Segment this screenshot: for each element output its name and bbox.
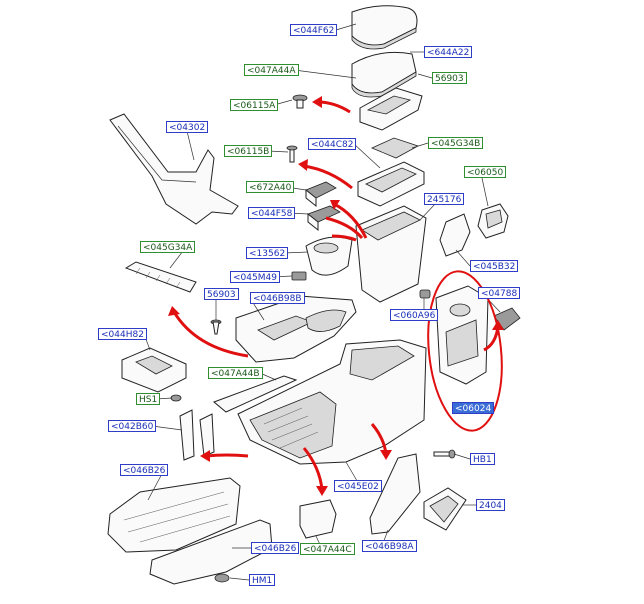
label-044F58[interactable]: <044F58 (248, 207, 296, 219)
label-044C82[interactable]: <044C82 (308, 138, 357, 150)
switch-044F58-part[interactable] (307, 205, 341, 232)
label-045B32[interactable]: <045B32 (470, 260, 519, 272)
tray-044C82-part[interactable] (357, 161, 425, 207)
label-644A22[interactable]: <644A22 (424, 46, 473, 58)
screw-06115A-part[interactable] (292, 94, 308, 109)
label-HB1[interactable]: HB1 (470, 453, 495, 465)
label-046B98A[interactable]: <046B98A (362, 540, 417, 552)
label-13562[interactable]: <13562 (246, 247, 289, 259)
label-044F62[interactable]: <044F62 (290, 24, 338, 36)
label-046B26-left[interactable]: <046B26 (120, 464, 169, 476)
mat-045G34B-part[interactable] (370, 137, 419, 159)
side-trim-046B98A-part[interactable] (369, 453, 421, 535)
trim-047A44C-part[interactable] (299, 499, 337, 539)
label-06115A[interactable]: <06115A (230, 99, 279, 111)
fastener-HM1-part[interactable] (214, 573, 230, 583)
label-2404[interactable]: 2404 (476, 499, 505, 511)
storage-bin-245176-part[interactable] (355, 205, 427, 303)
label-56903-mid[interactable]: 56903 (204, 288, 239, 300)
label-047A44A-top[interactable]: <047A44A (244, 64, 299, 76)
side-panel-046B26-part[interactable] (107, 477, 241, 553)
bracket-045B32-part[interactable] (439, 213, 471, 257)
label-245176[interactable]: 245176 (424, 193, 465, 205)
lower-panel-046B26-part[interactable] (149, 519, 273, 585)
label-06050[interactable]: <06050 (464, 166, 507, 178)
trim-047A44B-part[interactable] (213, 375, 298, 413)
label-060A96[interactable]: <060A96 (390, 309, 439, 321)
pin-06115B-part[interactable] (286, 145, 298, 163)
label-HM1[interactable]: HM1 (249, 574, 276, 586)
highlight-ellipse (427, 270, 503, 432)
label-044H82[interactable]: <044H82 (98, 328, 147, 340)
label-047A44C[interactable]: <047A44C (300, 543, 355, 555)
label-04302[interactable]: <04302 (166, 121, 209, 133)
label-045E02[interactable]: <045E02 (334, 480, 382, 492)
switch-672A40-part[interactable] (305, 181, 337, 208)
leader-lines (143, 23, 501, 581)
cover-2404-part[interactable] (423, 487, 467, 531)
clip-045M49-part[interactable] (291, 271, 307, 281)
lid-hinge-part[interactable] (359, 87, 423, 131)
label-56903-top[interactable]: 56903 (432, 72, 467, 84)
assembly-arrows (168, 96, 504, 496)
label-045G34A[interactable]: <045G34A (140, 241, 196, 253)
label-046B98B[interactable]: <046B98B (250, 292, 305, 304)
label-06115B[interactable]: <06115B (224, 145, 273, 157)
label-672A40[interactable]: <672A40 (246, 181, 295, 193)
armrest-lid-part[interactable] (351, 5, 418, 50)
bracket-042B60-part[interactable] (179, 409, 215, 461)
screw-HS1-part[interactable] (170, 394, 182, 402)
shifter-frame-04302-part[interactable] (109, 113, 239, 225)
label-045G34B[interactable]: <045G34B (428, 137, 484, 149)
label-04788[interactable]: <04788 (478, 287, 521, 299)
label-06024[interactable]: <06024 (452, 402, 495, 414)
mat-045G34A-part[interactable] (124, 261, 197, 293)
label-HS1[interactable]: HS1 (136, 393, 161, 405)
push-pin-56903-part[interactable] (210, 319, 222, 335)
label-046B26-bottom[interactable]: <046B26 (251, 542, 300, 554)
rear-cover-06024-part[interactable] (435, 285, 489, 385)
bolt-HB1-part[interactable] (433, 449, 456, 459)
mechanism-06050-part[interactable] (477, 203, 509, 239)
label-045M49[interactable]: <045M49 (230, 271, 280, 283)
cupholder-13562-part[interactable] (305, 236, 353, 276)
label-047A44B[interactable]: <047A44B (208, 367, 263, 379)
clip-060A96-part[interactable] (419, 289, 431, 299)
label-042B60[interactable]: <042B60 (108, 420, 157, 432)
top-panel-046B98B-part[interactable] (235, 295, 357, 363)
trim-ring-044H82-part[interactable] (121, 347, 187, 393)
armrest-pad-part[interactable] (351, 51, 417, 98)
